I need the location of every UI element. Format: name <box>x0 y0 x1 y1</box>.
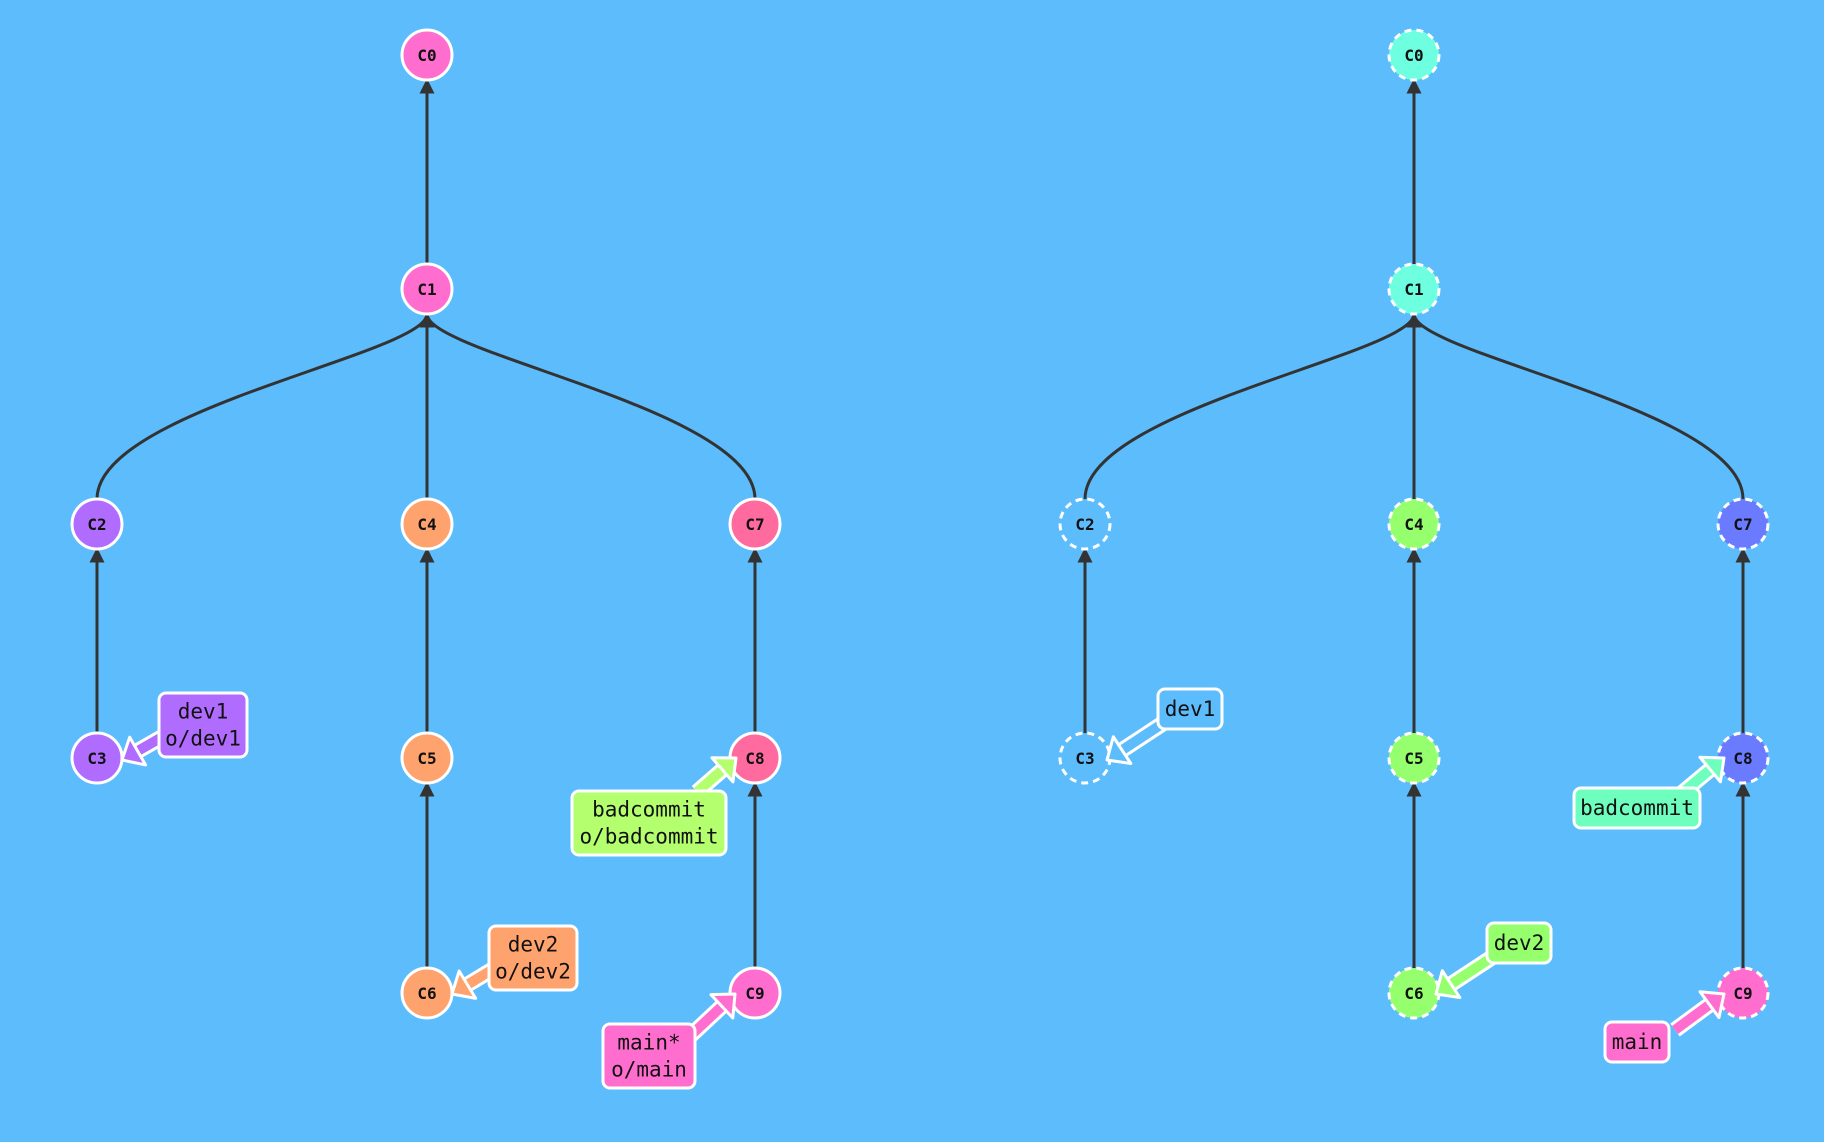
branch-main[interactable]: main <box>1603 990 1726 1064</box>
commit-circle <box>400 731 454 785</box>
commit-C5[interactable]: C5 <box>1387 731 1441 785</box>
branch-label-box <box>1572 786 1702 830</box>
branch-label-text: o/badcommit <box>579 825 718 849</box>
branch-label-text: dev2 <box>508 933 559 957</box>
branch-pointer <box>1672 1000 1713 1035</box>
branch-pointer-head <box>1698 990 1726 1020</box>
branch-pointer <box>1448 951 1497 989</box>
branch-label-text: o/dev2 <box>495 960 571 984</box>
commit-C1[interactable]: C1 <box>1387 262 1441 316</box>
branch-pointer-head <box>1434 969 1462 1000</box>
commit-label: C8 <box>745 749 764 768</box>
branch-pointer-head <box>1105 735 1133 766</box>
commit-C0[interactable]: C0 <box>1387 28 1441 82</box>
commit-circle <box>1058 497 1112 551</box>
branch-pointer-head <box>1698 755 1726 784</box>
branch-label-box <box>570 789 728 857</box>
commit-label: C7 <box>745 515 764 534</box>
branch-badcommit[interactable]: badcommit <box>1572 755 1726 830</box>
branch-label-text: dev1 <box>1165 697 1216 721</box>
commit-circle <box>1387 497 1441 551</box>
commit-label: C0 <box>1404 46 1423 65</box>
commit-circle <box>728 497 782 551</box>
commit-circle <box>400 28 454 82</box>
commit-C7[interactable]: C7 <box>1716 497 1770 551</box>
commit-label: C9 <box>1733 984 1752 1003</box>
branch-label-text: dev2 <box>1494 931 1545 955</box>
commit-circle <box>1387 262 1441 316</box>
commit-C1[interactable]: C1 <box>400 262 454 316</box>
branch-dev1[interactable]: dev1 o/dev1 <box>120 691 249 767</box>
commit-circle <box>400 262 454 316</box>
branch-label-text: main* <box>617 1031 680 1055</box>
branch-label-box <box>1156 687 1224 731</box>
commit-label: C3 <box>1075 749 1094 768</box>
commit-circle <box>70 497 124 551</box>
commit-label: C2 <box>1075 515 1094 534</box>
commit-label: C2 <box>87 515 106 534</box>
commit-label: C6 <box>1404 984 1423 1003</box>
commit-label: C0 <box>417 46 436 65</box>
branch-pointer-head <box>120 735 148 767</box>
commit-C6[interactable]: C6 <box>1387 966 1441 1020</box>
branch-pointer-head <box>450 969 478 1000</box>
branch-label-box <box>157 691 249 759</box>
branch-dev1[interactable]: dev1 <box>1105 687 1224 766</box>
commit-label: C1 <box>1404 280 1423 299</box>
branch-label-text: dev1 <box>178 700 229 724</box>
branch-label-text: o/dev1 <box>165 727 241 751</box>
branch-label-box <box>487 924 579 992</box>
branch-pointer <box>693 766 726 796</box>
commit-C9[interactable]: C9 <box>728 966 782 1020</box>
commit-label: C4 <box>417 515 436 534</box>
branch-label-text: badcommit <box>592 798 706 822</box>
commit-C6[interactable]: C6 <box>400 966 454 1020</box>
edge-C2-to-C1 <box>95 312 435 500</box>
commit-circle <box>1387 28 1441 82</box>
branch-label-text: badcommit <box>1580 796 1694 820</box>
branch-main[interactable]: main* o/main <box>601 992 737 1090</box>
commit-C4[interactable]: C4 <box>400 497 454 551</box>
branch-pointer-head <box>710 756 738 784</box>
branch-pointer <box>1119 717 1168 755</box>
branch-label-box <box>1603 1020 1671 1064</box>
commit-C9[interactable]: C9 <box>1716 966 1770 1020</box>
branch-pointer-head <box>709 992 737 1020</box>
branch-label-box <box>1485 921 1553 965</box>
commit-label: C5 <box>417 749 436 768</box>
commit-label: C7 <box>1733 515 1752 534</box>
edge-C7-to-C1 <box>1406 312 1745 500</box>
branch-dev2[interactable]: dev2 <box>1434 921 1553 1000</box>
edge-C2-to-C1 <box>1083 312 1422 500</box>
commit-C7[interactable]: C7 <box>728 497 782 551</box>
commit-C3[interactable]: C3 <box>1058 731 1112 785</box>
commit-label: C4 <box>1404 515 1423 534</box>
commit-label: C6 <box>417 984 436 1003</box>
commit-C4[interactable]: C4 <box>1387 497 1441 551</box>
branch-badcommit[interactable]: badcommit o/badcommit <box>570 756 738 857</box>
branch-label-text: main <box>1612 1030 1663 1054</box>
commit-circle <box>1716 497 1770 551</box>
commit-circle <box>400 497 454 551</box>
commit-C2[interactable]: C2 <box>1058 497 1112 551</box>
commit-C0[interactable]: C0 <box>400 28 454 82</box>
branch-dev2[interactable]: dev2 o/dev2 <box>450 924 579 1000</box>
commit-label: C5 <box>1404 749 1423 768</box>
commit-C5[interactable]: C5 <box>400 731 454 785</box>
branch-label-box <box>601 1022 697 1090</box>
commit-label: C8 <box>1733 749 1752 768</box>
commit-label: C1 <box>417 280 436 299</box>
commit-circle <box>1387 731 1441 785</box>
branch-label-text: o/main <box>611 1058 687 1082</box>
commit-label: C9 <box>745 984 764 1003</box>
edge-C7-to-C1 <box>419 312 757 500</box>
commit-label: C3 <box>87 749 106 768</box>
commit-C2[interactable]: C2 <box>70 497 124 551</box>
commit-C3[interactable]: C3 <box>70 731 124 785</box>
